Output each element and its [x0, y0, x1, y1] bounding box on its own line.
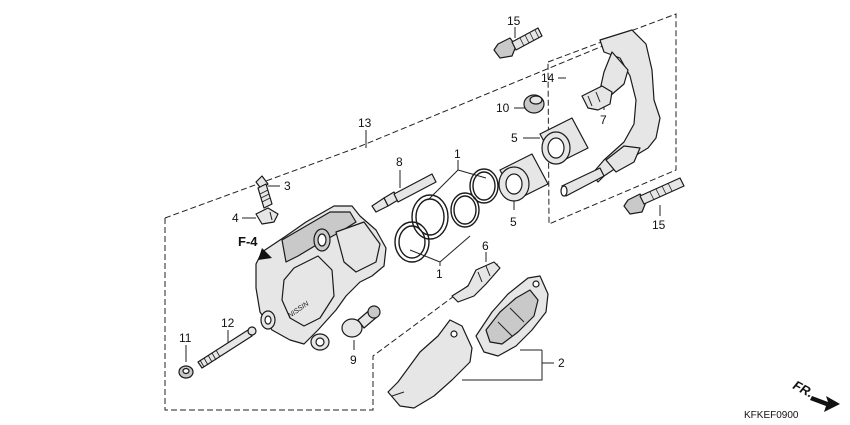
slide-pin	[371, 173, 437, 213]
leader-2	[462, 350, 543, 381]
callout-12: 12	[221, 316, 235, 330]
caliper-body: NISSIN	[255, 205, 387, 351]
callout-5-lower: 5	[510, 215, 517, 229]
callout-8: 8	[396, 155, 403, 169]
pad-pin	[197, 326, 257, 369]
callout-1-bottom: 1	[436, 267, 443, 281]
brake-pad-inner	[387, 319, 473, 409]
callout-1-top: 1	[454, 147, 461, 161]
callout-10: 10	[496, 101, 510, 115]
leader-1-top-b	[457, 169, 487, 179]
brake-pad-outer	[475, 275, 549, 357]
pad-pin-plug	[178, 365, 194, 379]
piston-seals	[394, 168, 499, 263]
callout-15-top: 15	[507, 14, 521, 28]
callout-14: 14	[541, 71, 555, 85]
forward-arrow-icon	[810, 396, 840, 412]
callout-6: 6	[482, 239, 489, 253]
callout-11: 11	[179, 331, 192, 345]
callout-2: 2	[558, 356, 565, 370]
reference-label: F-4	[238, 234, 258, 249]
callout-15-bottom: 15	[652, 218, 666, 232]
pad-spring	[451, 261, 501, 303]
piston-lower	[498, 153, 549, 202]
bleeder-valve	[255, 175, 273, 209]
piston-upper	[539, 117, 589, 165]
callout-3: 3	[284, 179, 291, 193]
group-outline-bracket	[547, 13, 677, 225]
reference-arrow-icon	[258, 248, 272, 260]
callout-4: 4	[232, 211, 239, 225]
pin-boot	[523, 94, 545, 114]
flange-bolt-top	[493, 27, 543, 59]
diagram-code: KFKEF0900	[744, 410, 799, 421]
callout-5-upper: 5	[511, 131, 518, 145]
group-outline-caliper	[164, 42, 613, 411]
callout-9: 9	[350, 353, 357, 367]
bleeder-cap	[255, 207, 279, 225]
caliper-bracket	[560, 29, 661, 197]
forward-direction-indicator: FR.	[791, 377, 840, 412]
callout-13: 13	[358, 116, 372, 130]
callout-7: 7	[600, 113, 607, 127]
pad-retainer-clip	[581, 85, 613, 111]
flange-bolt-lower	[623, 177, 685, 215]
leader-1-bottom-b	[439, 235, 471, 263]
slide-pin-boot	[341, 305, 381, 338]
